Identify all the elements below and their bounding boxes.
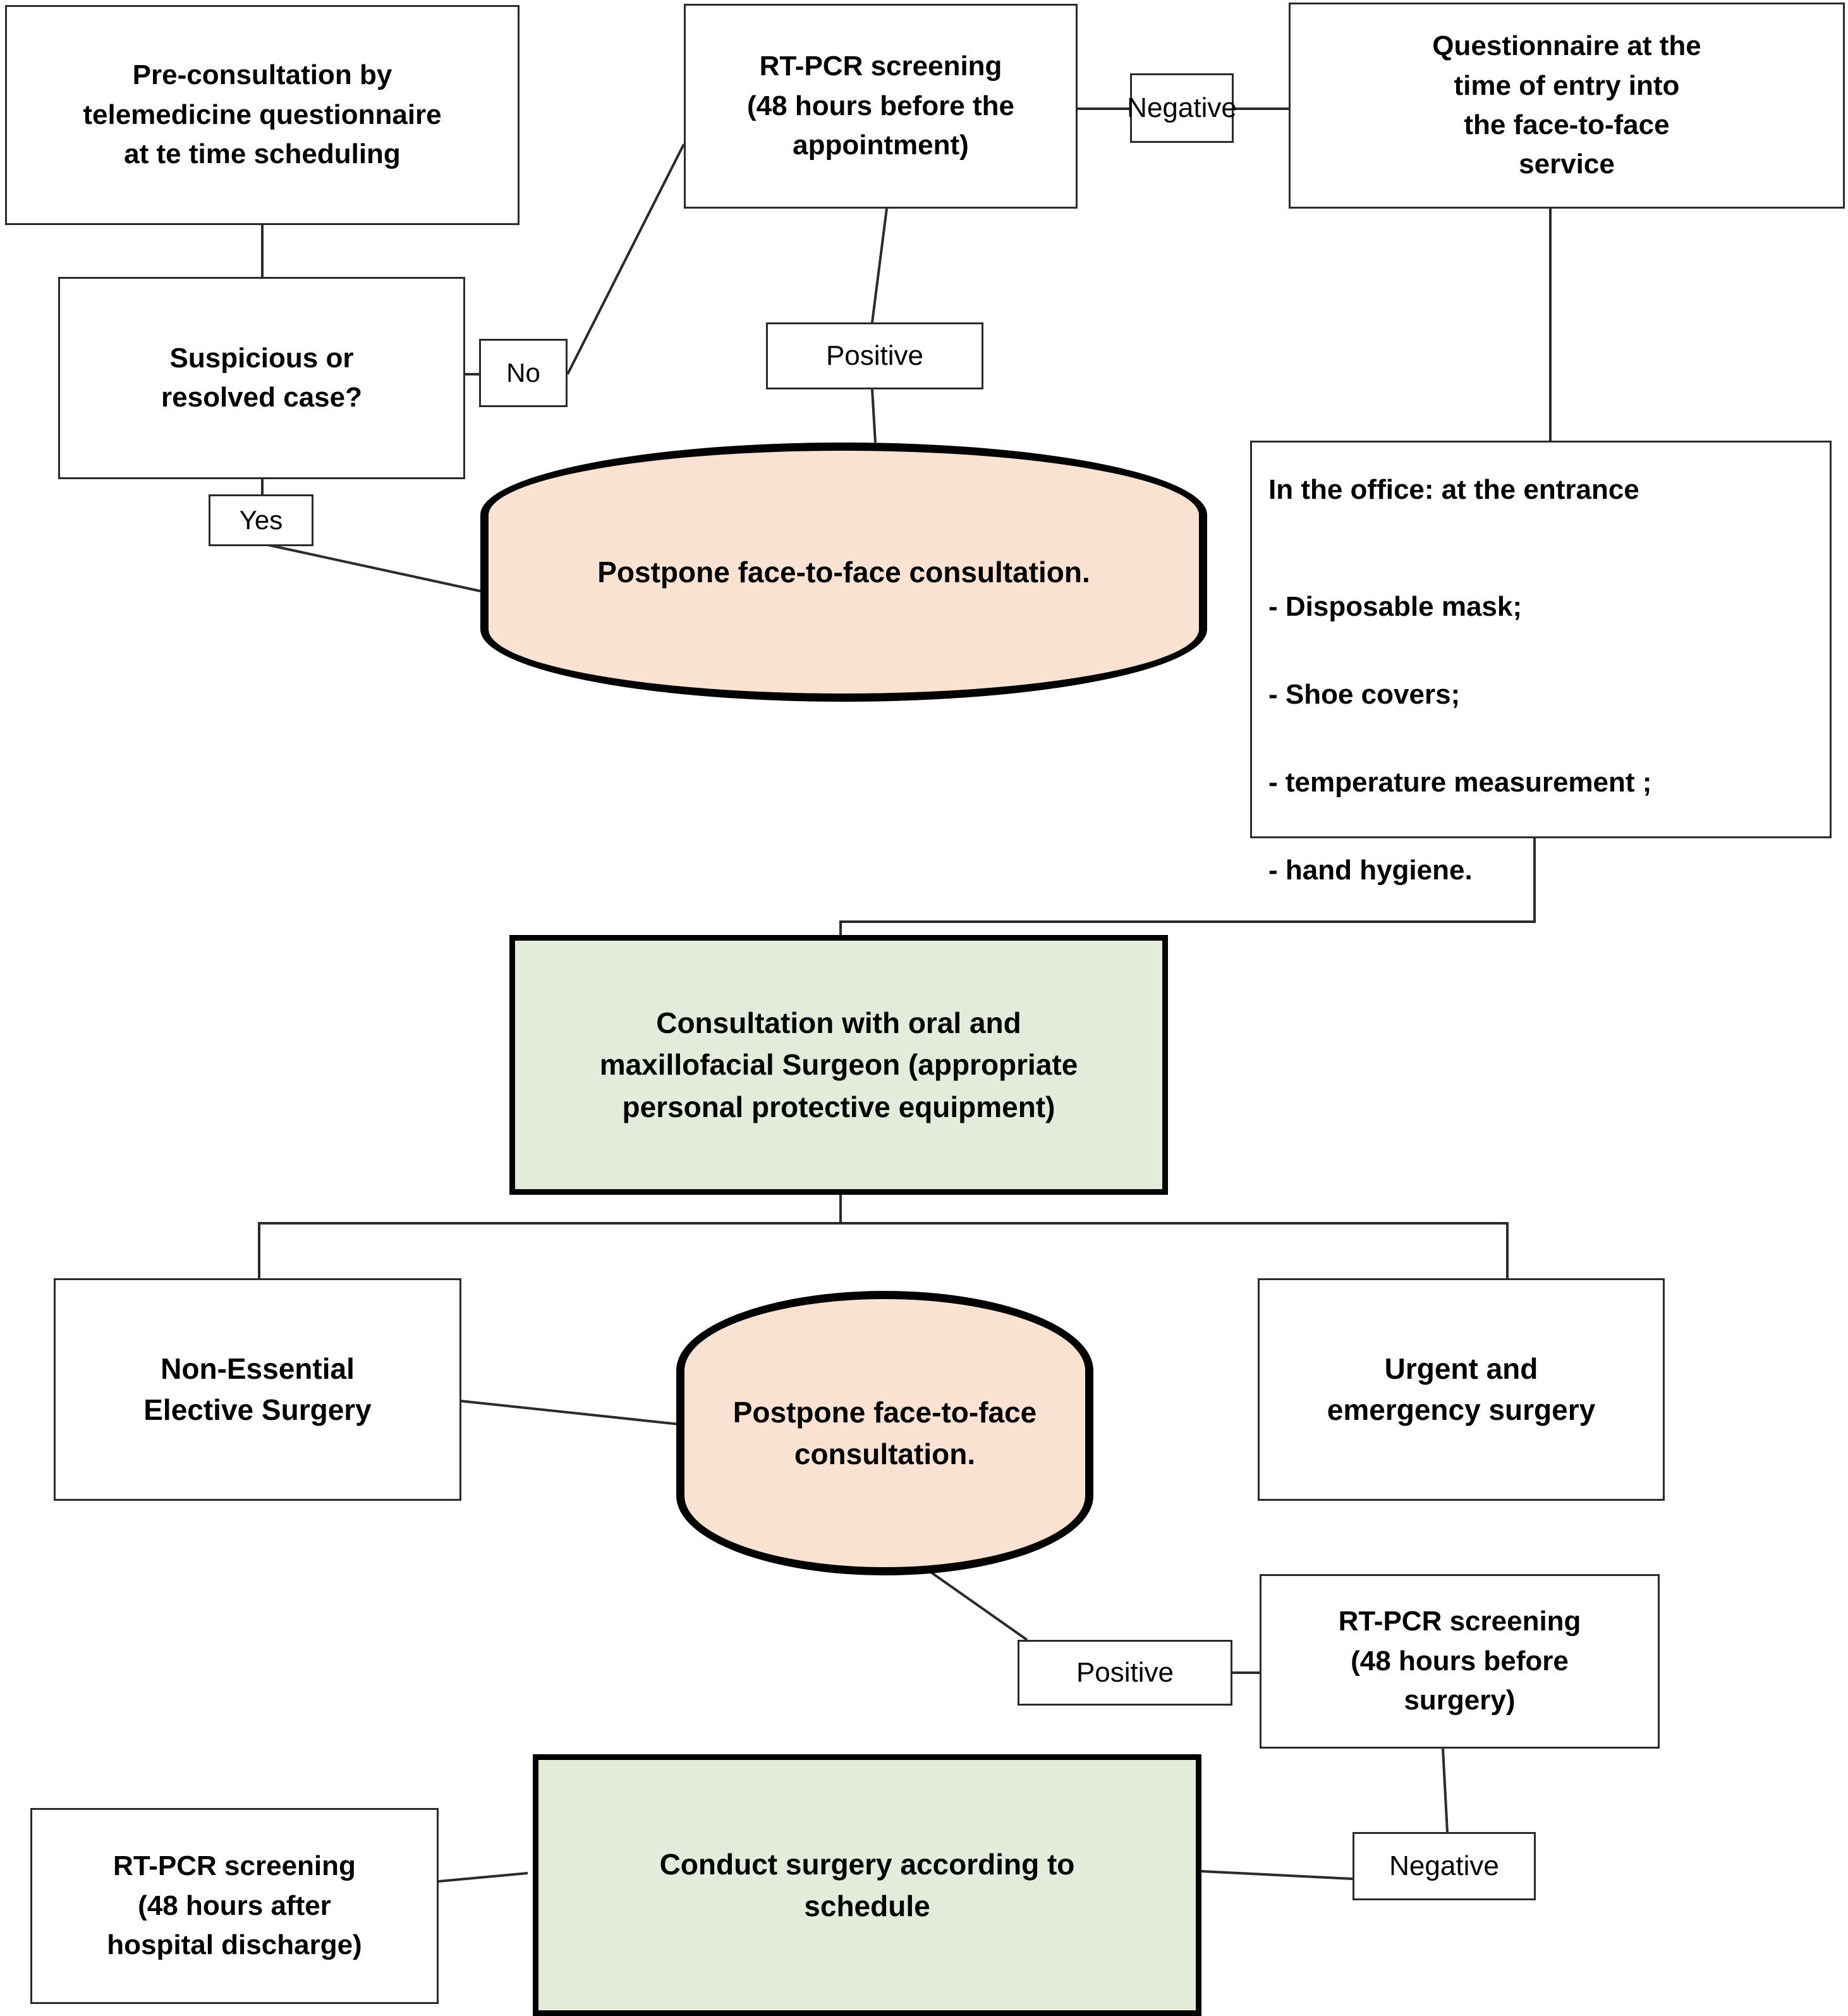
node-questionnaire-entry-label: Questionnaire at the time of entry into …	[1432, 30, 1701, 180]
node-consultation-surgeon[interactable]: Consultation with oral and maxillofacial…	[509, 935, 1168, 1195]
node-non-essential[interactable]: Non-Essential Elective Surgery	[54, 1278, 461, 1501]
node-label-positive-top-text: Positive	[825, 339, 924, 371]
edge-no-to-rtpcr-appointment	[566, 144, 685, 375]
office-item: - Disposable mask;	[1268, 590, 1523, 622]
node-pre-consultation[interactable]: Pre-consultation by telemedicine questio…	[5, 5, 520, 225]
edge-rtpcr-to-positive	[871, 208, 888, 323]
office-item: - Shoe covers;	[1268, 678, 1461, 710]
node-rtpcr-after-discharge-label: RT-PCR screening (48 hours after hospita…	[107, 1850, 362, 1961]
node-urgent-emergency[interactable]: Urgent and emergency surgery	[1258, 1278, 1665, 1501]
node-label-yes-text: Yes	[239, 504, 283, 535]
node-suspicious-case[interactable]: Suspicious or resolved case?	[58, 277, 465, 479]
node-label-no[interactable]: No	[479, 339, 568, 407]
node-label-negative-bottom[interactable]: Negative	[1353, 1832, 1536, 1900]
node-label-positive-bottom-text: Positive	[1076, 1656, 1174, 1688]
edge-postpone-bottom-to-positive	[928, 1570, 1028, 1641]
node-label-no-text: No	[506, 357, 540, 388]
node-label-negative-top[interactable]: Negative	[1127, 73, 1237, 143]
node-rtpcr-before-appointment-label: RT-PCR screening (48 hours before the ap…	[747, 51, 1014, 161]
edge-consultation-to-non-essential	[258, 1195, 842, 1278]
node-label-yes[interactable]: Yes	[209, 494, 313, 546]
edge-positive-to-postpone-top	[871, 389, 877, 443]
edge-non-essential-to-postpone-bottom	[459, 1400, 680, 1426]
node-pre-consultation-label: Pre-consultation by telemedicine questio…	[83, 59, 442, 170]
node-label-negative-top-text: Negative	[1127, 92, 1237, 123]
node-postpone-bottom[interactable]: Postpone face-to-face consultation.	[676, 1291, 1093, 1575]
node-urgent-emergency-label: Urgent and emergency surgery	[1327, 1352, 1596, 1426]
edge-negative-to-conduct-surgery	[1201, 1870, 1353, 1880]
node-postpone-bottom-label: Postpone face-to-face consultation.	[733, 1395, 1037, 1470]
node-office-entrance[interactable]: In the office: at the entrance - Disposa…	[1250, 441, 1832, 886]
node-questionnaire-entry[interactable]: Questionnaire at the time of entry into …	[1289, 3, 1845, 209]
node-rtpcr-before-surgery[interactable]: RT-PCR screening (48 hours before surger…	[1260, 1574, 1660, 1749]
node-office-entrance-items: - Disposable mask; - Shoe covers; - temp…	[1252, 510, 1830, 929]
node-conduct-surgery-label: Conduct surgery according to schedule	[659, 1847, 1075, 1922]
office-item: - temperature measurement ;	[1268, 766, 1652, 798]
node-consultation-surgeon-label: Consultation with oral and maxillofacial…	[599, 1006, 1078, 1123]
edge-conduct-surgery-to-rtpcr-discharge	[438, 1872, 528, 1883]
node-suspicious-case-label: Suspicious or resolved case?	[161, 342, 362, 413]
node-postpone-top-label: Postpone face-to-face consultation.	[597, 555, 1090, 589]
node-label-positive-top[interactable]: Positive	[766, 322, 983, 389]
edge-consultation-to-urgent	[841, 1222, 1509, 1278]
node-rtpcr-before-appointment[interactable]: RT-PCR screening (48 hours before the ap…	[684, 4, 1078, 209]
node-rtpcr-before-surgery-label: RT-PCR screening (48 hours before surger…	[1338, 1606, 1581, 1716]
node-label-negative-bottom-text: Negative	[1389, 1850, 1499, 1881]
node-conduct-surgery[interactable]: Conduct surgery according to schedule	[533, 1754, 1201, 2016]
office-item: - hand hygiene.	[1268, 854, 1473, 886]
edge-yes-to-postpone-top	[267, 544, 481, 592]
node-postpone-top[interactable]: Postpone face-to-face consultation.	[480, 443, 1207, 702]
edge-rtpcr-surgery-to-negative	[1442, 1748, 1449, 1833]
node-rtpcr-after-discharge[interactable]: RT-PCR screening (48 hours after hospita…	[30, 1808, 439, 2004]
node-non-essential-label: Non-Essential Elective Surgery	[143, 1352, 372, 1426]
node-office-entrance-heading: In the office: at the entrance	[1268, 474, 1639, 505]
node-label-positive-bottom[interactable]: Positive	[1018, 1640, 1232, 1706]
